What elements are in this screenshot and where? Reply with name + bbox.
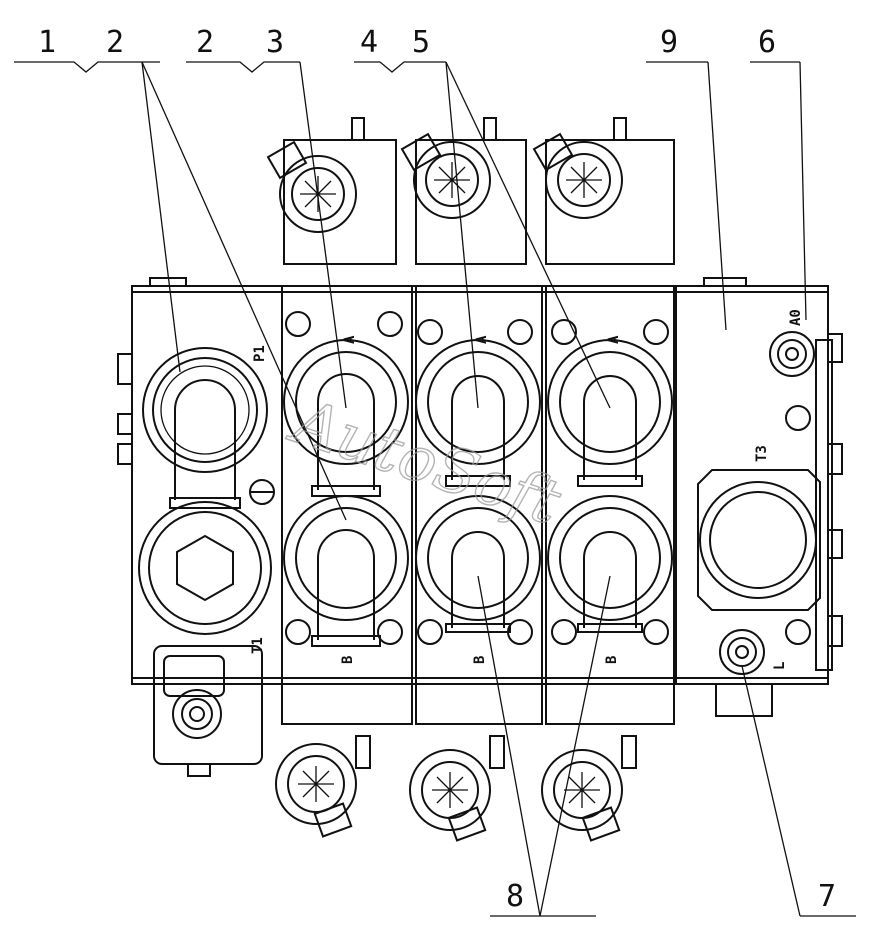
callout-6: 6 xyxy=(758,25,776,60)
callout-3: 3 xyxy=(266,25,284,60)
callout-7: 7 xyxy=(818,879,836,914)
callout-numbers: 1 2 2 3 4 5 9 6 8 7 xyxy=(38,25,836,914)
port-label-b-2: B xyxy=(472,656,488,664)
callout-2a: 2 xyxy=(106,25,124,60)
work-section-2 xyxy=(400,117,543,842)
port-label-t3: T3 xyxy=(754,445,770,462)
port-label-b-1: B xyxy=(340,656,356,664)
callout-2b: 2 xyxy=(196,25,214,60)
port-label-p1: P1 xyxy=(252,345,268,362)
outlet-section xyxy=(697,331,843,717)
callout-8: 8 xyxy=(506,879,524,914)
port-labels: P1 T1 A A A B B B T3 A0 L xyxy=(250,309,804,670)
port-label-l: L xyxy=(772,662,788,670)
callout-4: 4 xyxy=(360,25,378,60)
port-label-t1: T1 xyxy=(250,637,266,654)
watermark-text: AutoSoft xyxy=(281,383,570,539)
inlet-section xyxy=(117,347,275,777)
work-section-1 xyxy=(266,117,413,838)
port-label-a0: A0 xyxy=(788,309,804,326)
port-label-b-3: B xyxy=(604,656,620,664)
work-section-3 xyxy=(532,117,675,842)
port-label-a-2: A xyxy=(474,335,490,344)
port-label-a-1: A xyxy=(342,335,358,344)
callout-5: 5 xyxy=(412,25,430,60)
leader-lines xyxy=(14,61,856,917)
port-label-a-3: A xyxy=(606,335,622,344)
callout-1: 1 xyxy=(38,25,56,60)
callout-9: 9 xyxy=(660,25,678,60)
